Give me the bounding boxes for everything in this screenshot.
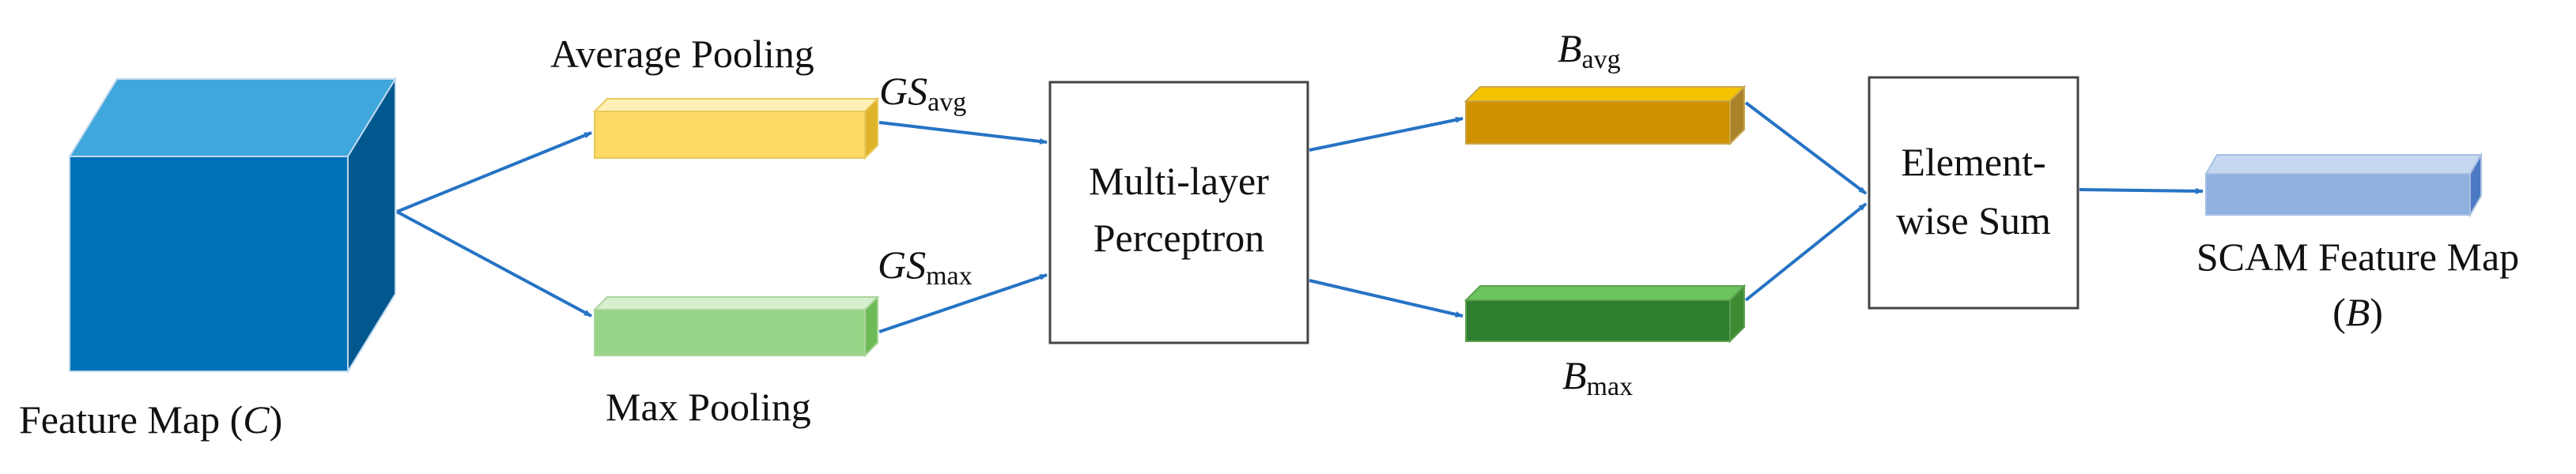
avg-pool-label: Average Pooling: [550, 32, 814, 76]
max-pool-label: Max Pooling: [606, 385, 811, 429]
arrow-to-max-pool: [396, 210, 592, 318]
mlp-line1: Multi-layer: [1089, 159, 1269, 203]
arrow-mlp-to-bavg: [1309, 116, 1464, 152]
mlp-line2: Perceptron: [1093, 216, 1265, 260]
arrow-sum-to-output: [2079, 187, 2204, 194]
max-pool-bar: [592, 295, 880, 358]
b-max-bar: [1464, 284, 1747, 344]
mlp-box: [1048, 81, 1309, 344]
b-avg-label: Bavg: [1558, 26, 1621, 74]
arrow-max-to-mlp: [878, 273, 1048, 333]
input-feature-cube: [68, 76, 397, 374]
gs-max-label: GSmax: [878, 243, 973, 291]
arrow-to-avg-pool: [396, 131, 592, 213]
flow-arrows: [396, 101, 2204, 333]
arrow-mlp-to-bmax: [1309, 279, 1464, 318]
arrow-bmax-to-sum: [1744, 202, 1868, 302]
sum-line1: Element-: [1901, 140, 2045, 184]
arrow-avg-to-mlp: [878, 121, 1048, 145]
output-bar: [2204, 152, 2483, 218]
sum-line2: wise Sum: [1896, 198, 2051, 243]
b-max-label: Bmax: [1562, 353, 1633, 401]
input-label: Feature Map (C): [19, 397, 282, 442]
output-label-line1: SCAM Feature Map: [2196, 235, 2519, 279]
gs-avg-label: GSavg: [879, 69, 966, 117]
avg-pool-bar: [592, 96, 880, 160]
b-avg-bar: [1464, 85, 1747, 146]
sum-box: [1868, 76, 2079, 310]
output-label-line2: (B): [2332, 290, 2383, 334]
arrow-bavg-to-sum: [1744, 101, 1868, 195]
